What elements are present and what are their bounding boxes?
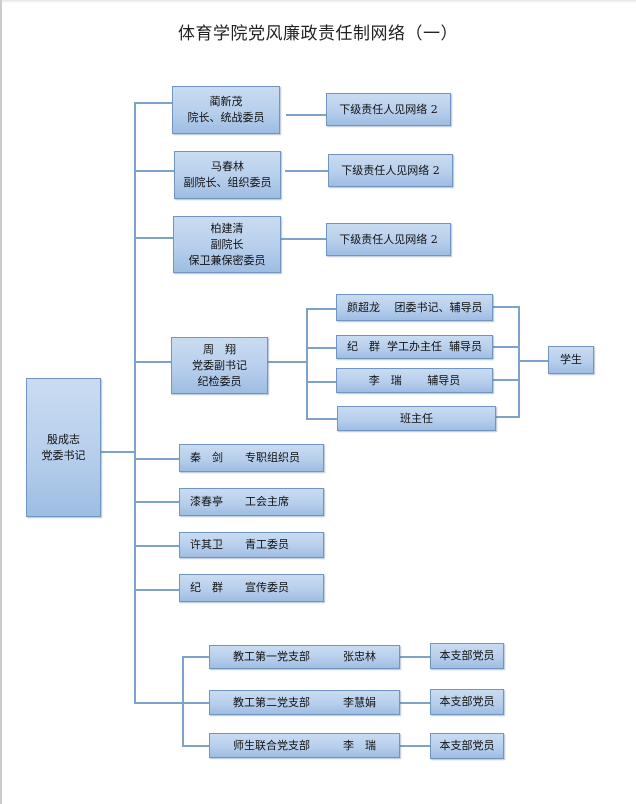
leader-1-line-2: 院长、统战委员	[187, 111, 265, 124]
connector-leader-1	[134, 102, 172, 104]
connector-branches	[134, 702, 182, 704]
party-branch-3[interactable]: 师生联合党支部 李 瑞	[209, 733, 400, 758]
committee-member-1[interactable]: 秦 剑 专职组织员	[179, 444, 324, 472]
leader-1-line-1: 蔺新茂	[209, 95, 243, 108]
connector-member-1	[134, 458, 180, 460]
branch-members-1-label: 本支部党员	[439, 649, 495, 662]
connector-deputy-child-4	[306, 418, 337, 420]
deputy-child-1-label: 颜超龙 团委书记、辅导员	[347, 300, 483, 314]
committee-member-2[interactable]: 漆春亭 工会主席	[179, 488, 324, 516]
leader-3-sub-label: 下级责任人见网络 2	[339, 232, 438, 246]
connector-sub-3	[281, 238, 326, 240]
branch-members-2[interactable]: 本支部党员	[430, 689, 504, 715]
party-branch-1-label: 教工第一党支部 张忠林	[233, 650, 376, 663]
party-branch-3-label: 师生联合党支部 李 瑞	[233, 738, 376, 752]
deputy-child-3[interactable]: 李 瑞 辅导员	[336, 368, 493, 393]
connector-student-2	[492, 346, 520, 348]
page-title: 体育学院党风廉政责任制网络（一）	[178, 24, 458, 44]
deputy-child-2[interactable]: 纪 群 学工办主任 辅导员	[336, 335, 493, 359]
leader-node-1[interactable]: 蔺新茂 院长、统战委员	[172, 86, 280, 134]
connector-branch-2	[182, 702, 210, 704]
connector-leader-3	[134, 237, 173, 239]
leader-node-3[interactable]: 柏建清 副院长 保卫兼保密委员	[173, 216, 281, 273]
deputy-child-1[interactable]: 颜超龙 团委书记、辅导员	[336, 294, 493, 321]
students-label: 学生	[560, 353, 582, 366]
connector-student-1	[492, 306, 520, 308]
leader-4-line-2: 党委副书记	[192, 358, 247, 372]
leader-2-sub-label: 下级责任人见网络 2	[341, 163, 440, 177]
connector-sub-2	[285, 170, 328, 172]
connector-branch-member-2	[400, 702, 430, 704]
branch-members-3[interactable]: 本支部党员	[430, 733, 504, 759]
connector-leader-2	[134, 170, 174, 172]
root-role: 党委书记	[41, 448, 86, 462]
students-node[interactable]: 学生	[548, 346, 594, 374]
connector-branch-member-3	[400, 745, 430, 747]
leader-sub-node-3[interactable]: 下级责任人见网络 2	[326, 223, 451, 256]
leader-3-line-1: 柏建清	[210, 221, 244, 235]
committee-member-3-label: 许其卫 青工委员	[190, 538, 289, 551]
connector-member-2	[134, 501, 180, 503]
connector-member-3	[134, 545, 180, 547]
committee-member-2-label: 漆春亭 工会主席	[190, 495, 289, 508]
connector-deputy-vertical	[306, 308, 308, 419]
connector-root-trunk	[100, 451, 136, 453]
party-branch-2-label: 教工第二党支部 李慧娟	[233, 695, 376, 709]
committee-member-3[interactable]: 许其卫 青工委员	[179, 532, 324, 558]
connector-branch-1	[182, 656, 210, 658]
connector-deputy-child-2	[306, 347, 337, 349]
connector-student-3	[492, 379, 520, 381]
committee-member-4-label: 纪 群 宣传委员	[190, 581, 289, 594]
leader-3-line-2: 副院长	[210, 237, 244, 251]
leader-2-line-1: 马春林	[211, 160, 244, 173]
connector-deputy-trunk	[268, 361, 308, 363]
page-left-edge	[0, 0, 2, 804]
party-branch-1[interactable]: 教工第一党支部 张忠林	[209, 645, 400, 669]
connector-student-vertical	[518, 306, 520, 418]
connector-branch-vertical	[182, 656, 184, 747]
leader-node-4-deputy-secretary[interactable]: 周 翔 党委副书记 纪检委员	[171, 337, 268, 394]
connector-branch-member-1	[400, 656, 430, 658]
leader-3-line-3: 保卫兼保密委员	[188, 253, 266, 267]
connector-student-out	[518, 360, 548, 362]
connector-deputy-child-1	[306, 308, 337, 310]
committee-member-4[interactable]: 纪 群 宣传委员	[179, 574, 324, 602]
leader-4-line-1: 周 翔	[203, 342, 236, 356]
leader-sub-node-1[interactable]: 下级责任人见网络 2	[326, 93, 451, 126]
leader-2-line-2: 副院长、组织委员	[183, 176, 272, 189]
connector-student-4	[496, 416, 520, 418]
deputy-child-4-label: 班主任	[400, 411, 433, 425]
connector-leader-4	[134, 361, 172, 363]
branch-members-3-label: 本支部党员	[439, 739, 495, 752]
root-node-party-secretary[interactable]: 殷成志 党委书记	[26, 378, 101, 517]
deputy-child-4-class-teacher[interactable]: 班主任	[337, 406, 496, 431]
deputy-child-2-label: 纪 群 学工办主任 辅导员	[347, 340, 482, 353]
connector-sub-1	[286, 114, 326, 116]
root-name: 殷成志	[47, 432, 80, 446]
leader-4-line-3: 纪检委员	[197, 374, 242, 388]
connector-main-trunk	[134, 102, 136, 704]
party-branch-2[interactable]: 教工第二党支部 李慧娟	[209, 690, 400, 715]
connector-member-4	[134, 589, 180, 591]
leader-sub-node-2[interactable]: 下级责任人见网络 2	[328, 154, 453, 187]
deputy-child-3-label: 李 瑞 辅导员	[368, 373, 461, 387]
leader-1-sub-label: 下级责任人见网络 2	[339, 102, 438, 116]
leader-node-2[interactable]: 马春林 副院长、组织委员	[174, 151, 281, 199]
page-top-edge	[0, 0, 636, 3]
connector-deputy-child-3	[306, 381, 337, 383]
branch-members-1[interactable]: 本支部党员	[430, 643, 504, 669]
connector-branch-3	[182, 745, 210, 747]
committee-member-1-label: 秦 剑 专职组织员	[190, 451, 300, 464]
branch-members-2-label: 本支部党员	[439, 695, 495, 708]
